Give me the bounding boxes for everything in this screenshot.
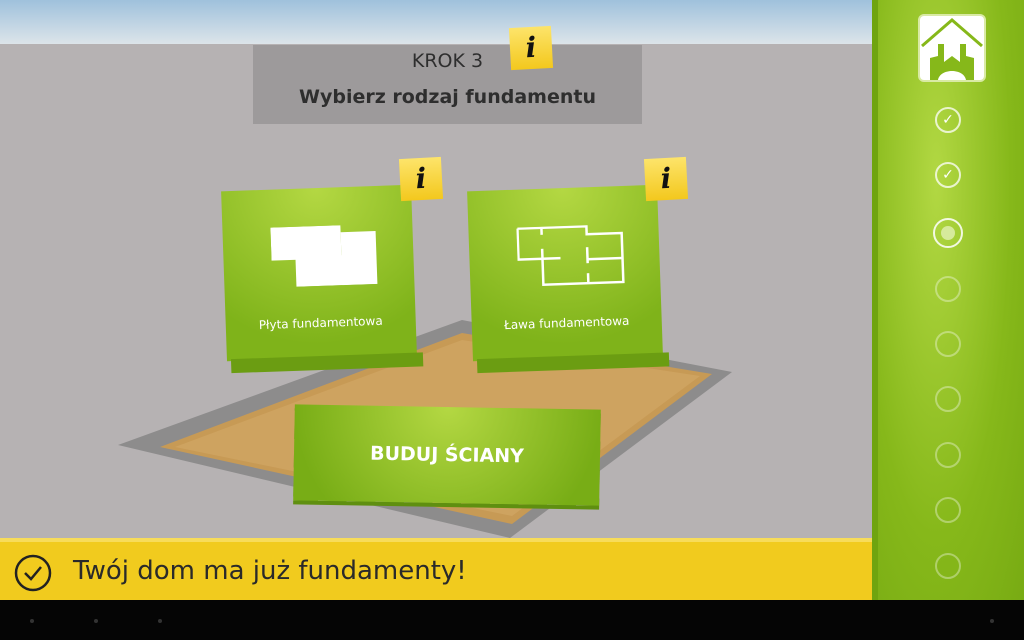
nav-menu-button[interactable]: [990, 619, 994, 623]
step-info-button[interactable]: i: [508, 25, 554, 71]
step-9: [935, 553, 961, 579]
step-header: KROK 3 Wybierz rodzaj fundamentu: [253, 45, 642, 124]
house-hands-icon: [921, 18, 983, 80]
step-5: [935, 331, 961, 357]
strip-info-button[interactable]: i: [643, 156, 689, 202]
slab-plan-icon: [270, 225, 378, 287]
nav-back-button[interactable]: [30, 619, 34, 623]
step-1-done[interactable]: ✓: [935, 107, 961, 133]
system-nav-bar: [0, 600, 1024, 640]
status-bar: Twój dom ma już fundamenty!: [0, 538, 876, 600]
option-strip-foundation[interactable]: Ława fundamentowa: [467, 184, 670, 374]
step-number: KROK 3: [411, 50, 484, 72]
build-walls-button[interactable]: BUDUJ ŚCIANY: [293, 404, 601, 506]
slab-info-button[interactable]: i: [398, 156, 444, 202]
option-label: Ława fundamentowa: [503, 313, 630, 333]
option-label: Płyta fundamentowa: [258, 313, 383, 333]
step-4: [935, 276, 961, 302]
step-2-done[interactable]: ✓: [935, 162, 961, 188]
step-3-current[interactable]: [933, 218, 963, 248]
status-message: Twój dom ma już fundamenty!: [73, 556, 467, 586]
sky: [0, 0, 872, 46]
step-6: [935, 386, 961, 412]
nav-recents-button[interactable]: [158, 619, 162, 623]
home-logo-button[interactable]: [918, 14, 986, 82]
check-circle-icon: [14, 554, 52, 592]
nav-home-button[interactable]: [94, 619, 98, 623]
page-title: Wybierz rodzaj fundamentu: [299, 86, 596, 108]
option-slab-foundation[interactable]: Płyta fundamentowa: [221, 184, 424, 374]
step-7: [935, 442, 961, 468]
step-8: [935, 497, 961, 523]
progress-sidebar: ✓ ✓: [872, 0, 1024, 600]
strip-plan-icon: [516, 224, 625, 287]
